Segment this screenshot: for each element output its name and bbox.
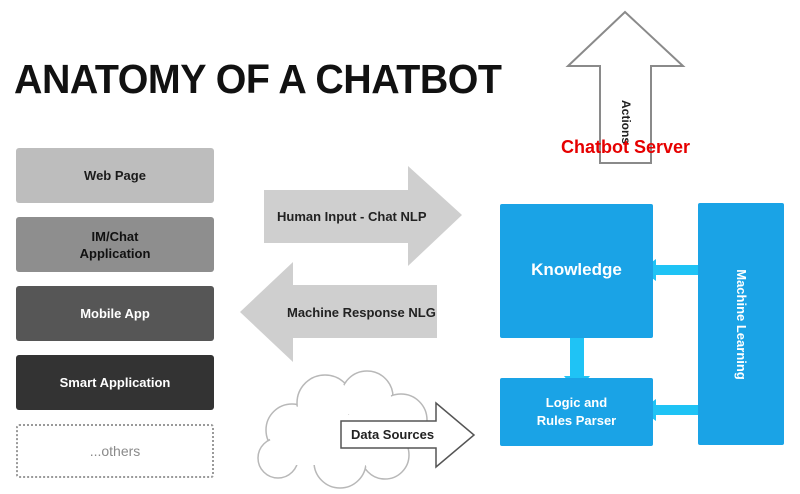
data-sources-label: Data Sources [351,427,435,442]
knowledge-logic-connector [564,321,590,392]
machine-response-label: Machine Response NLG [287,305,436,320]
client-smart-application: Smart Application [16,355,214,410]
human-input-arrow [264,166,462,266]
client-mobile-app: Mobile App [16,286,214,341]
page-title: ANATOMY OF A CHATBOT [14,56,502,102]
client-web-page: Web Page [16,148,214,203]
knowledge-box: Knowledge [500,204,653,338]
client-im-chat-application: IM/Chat Application [16,217,214,272]
client-others: ...others [16,424,214,478]
machine-response-arrow [240,262,437,362]
machine-learning-label: Machine Learning [733,268,749,380]
server-title: Chatbot Server [561,137,691,157]
logic-rules-parser-box: Logic and Rules Parser [500,378,653,446]
actions-arrow [565,10,686,164]
human-input-label: Human Input - Chat NLP [277,209,427,224]
data-sources-arrow [340,401,476,469]
knowledge-ml-connector [641,259,713,281]
machine-learning-box: Machine Learning [698,203,784,445]
logic-ml-connector [641,399,713,421]
